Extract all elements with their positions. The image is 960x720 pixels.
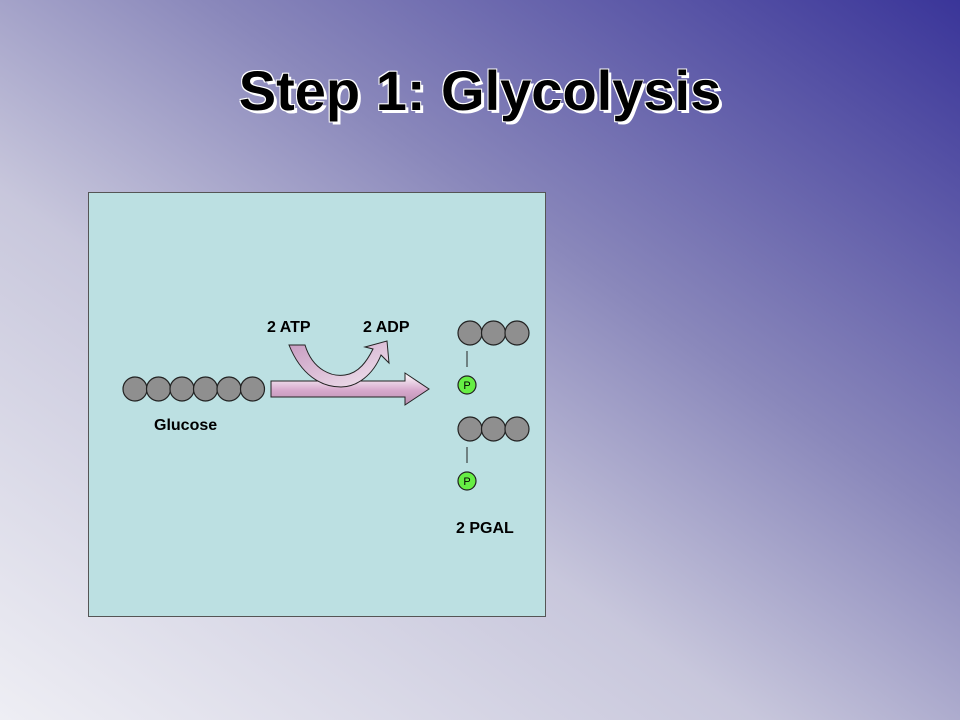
glucose-carbon — [169, 376, 195, 402]
phosphate-label: P — [463, 380, 470, 392]
reaction-arrow — [270, 372, 430, 406]
pgal-carbon — [457, 320, 483, 346]
pgal-molecules: PP — [457, 320, 530, 491]
pgal-carbon — [480, 416, 507, 442]
glucose-label: Glucose — [154, 417, 218, 434]
glucose-carbon — [192, 376, 219, 402]
pgal-carbon — [504, 416, 530, 442]
slide-title: Step 1: Glycolysis — [238, 59, 722, 122]
pgal-carbon — [504, 320, 530, 346]
pgal-carbon — [457, 416, 483, 442]
glucose-carbon — [216, 376, 242, 402]
atp-to-adp-curved-arrow — [288, 340, 390, 388]
phosphate-group — [457, 375, 477, 395]
phosphate-label: P — [463, 476, 470, 488]
adp-label: 2 ADP — [363, 319, 410, 336]
pgal-label: 2 PGAL — [456, 520, 514, 537]
atp-label: 2 ATP — [267, 319, 311, 336]
glucose-carbon — [239, 376, 266, 402]
glucose-carbon-chain — [122, 376, 266, 402]
glucose-carbon — [145, 376, 172, 402]
glucose-carbon — [122, 376, 148, 402]
glycolysis-diagram: PP — [122, 320, 530, 491]
pgal-carbon — [480, 320, 507, 346]
phosphate-group — [457, 471, 477, 491]
